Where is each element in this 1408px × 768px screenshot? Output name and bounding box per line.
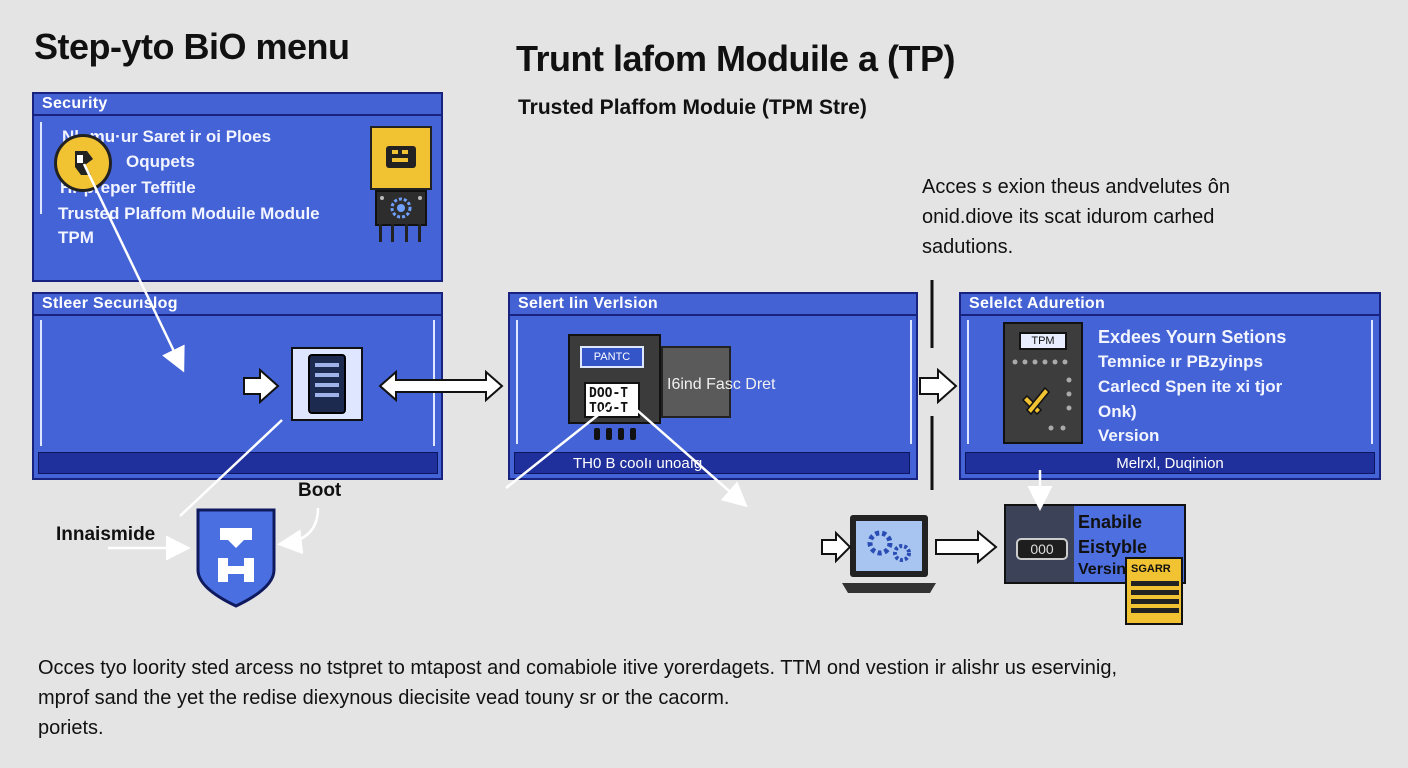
diagram-title-right: Trunt lafom Moduile a (TP)	[516, 38, 956, 79]
chip-icon	[370, 126, 432, 190]
block-arrow	[919, 367, 958, 405]
usb-key-icon: 000	[1016, 538, 1068, 560]
key-icon	[54, 134, 112, 192]
device-label: PANTC	[580, 346, 644, 368]
panel-border-line	[1371, 320, 1373, 444]
gear-module-icon	[375, 190, 427, 226]
activation-menu-item[interactable]: Carlecd Spen ite xi tjor	[1098, 377, 1283, 396]
activation-menu-item[interactable]: Onk)	[1098, 402, 1137, 421]
device-ports	[594, 428, 636, 440]
activation-menu-item[interactable]: Version	[1098, 426, 1160, 445]
block-arrow	[935, 529, 998, 565]
panel-border-line	[40, 122, 42, 214]
select-activation-panel: Selelct Aduretion TPM Exdees Yourn Setio…	[959, 292, 1381, 480]
panel-border-line	[516, 320, 518, 444]
note-icon: SGARR	[1125, 557, 1183, 625]
security-menu-item[interactable]: Trusted Plaffom Moduile Module	[58, 204, 320, 223]
diagram-title-left: Step-yto BiO menu	[34, 26, 350, 67]
device-side-label: I6ind Fasc Dret	[667, 376, 776, 393]
panel-border-line	[433, 320, 435, 446]
steer-security-panel: Stleer Securıslog	[32, 292, 443, 480]
activation-panel-footer: Melrxl, Duqinion	[965, 452, 1375, 474]
paragraph-line: mprof sand the yet the redise diexynous …	[38, 687, 730, 709]
panel-border-line	[40, 320, 42, 446]
security-menu-item[interactable]: Oqupets	[126, 152, 195, 171]
device-badge-line: DOO-T	[589, 386, 629, 401]
chip-pins	[379, 224, 421, 242]
boot-label: Boot	[298, 480, 342, 501]
enable-option[interactable]: Enabile	[1078, 512, 1143, 532]
access-note-line: Acces s exion theus andvelutes ôn	[922, 176, 1230, 198]
tpm-label: TPM	[1019, 332, 1067, 350]
shield-icon	[196, 508, 276, 608]
access-note-line: onid.diove its scat idurom carhed	[922, 206, 1215, 228]
steer-panel-footer	[38, 452, 438, 474]
arrow-line	[277, 507, 320, 555]
server-icon	[291, 347, 363, 421]
note-label: SGARR	[1131, 563, 1171, 575]
enable-option[interactable]: Eistyble	[1078, 537, 1148, 557]
access-note-line: sadutions.	[922, 236, 1014, 258]
device-badge-line: TOO-T	[589, 401, 629, 416]
activation-panel-header: Selelct Aduretion	[961, 294, 1379, 316]
paragraph-line: poriets.	[38, 717, 104, 739]
activation-menu-item[interactable]: Exdees Yourn Setions	[1098, 327, 1287, 347]
innaismide-label: Innaismide	[56, 524, 156, 545]
version-panel-footer: TH0 B cooIı unoaıg	[514, 452, 910, 474]
activation-menu-item[interactable]: Temnice ır PBzyinps	[1098, 352, 1264, 371]
security-panel-header: Security	[34, 94, 441, 116]
select-version-panel: Selert Iin Verlsion PANTC I6ind Fasc Dre…	[508, 292, 918, 480]
panel-border-line	[910, 320, 912, 444]
enable-option[interactable]: Versin	[1078, 561, 1127, 578]
paragraph-line: Occes tyo loority sted arcess no tstpret…	[38, 657, 1117, 679]
security-menu-item[interactable]: TPM	[58, 228, 94, 247]
version-panel-header: Selert Iin Verlsion	[510, 294, 916, 316]
tpm-module-icon: TPM	[1003, 322, 1083, 444]
steer-panel-header: Stleer Securıslog	[34, 294, 441, 316]
diagram-subtitle: Trusted Plaffom Moduie (TPM Stre)	[518, 96, 867, 119]
panel-border-line	[967, 320, 969, 444]
laptop-gears-icon	[840, 513, 938, 597]
device-badge: DOO-T TOO-T	[584, 382, 640, 418]
security-menu-item[interactable]: Nl• mu·ur Saret ir oi Ploes	[62, 127, 272, 146]
